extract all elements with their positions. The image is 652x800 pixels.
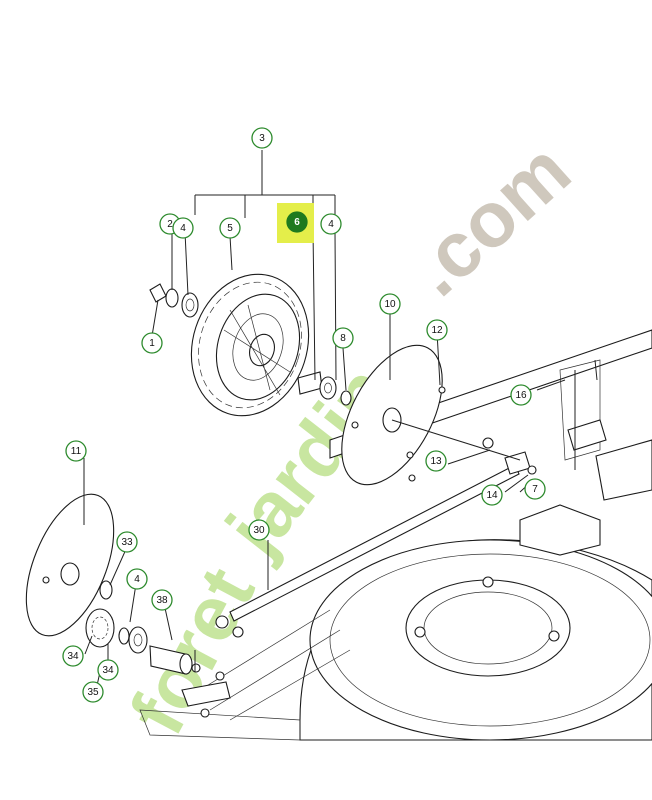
callout-label: 4 (180, 223, 186, 234)
callout-label: 14 (486, 490, 498, 501)
callout-label: 2 (167, 219, 173, 230)
callout-circle (141, 332, 163, 354)
callout-circle (481, 484, 503, 506)
callout-13[interactable]: 13 (425, 450, 447, 472)
leader-lines (83, 150, 566, 691)
callout-label: 34 (102, 665, 114, 676)
callout-10[interactable]: 10 (379, 293, 401, 315)
callout-label: 10 (384, 299, 396, 310)
callout-30[interactable]: 30 (248, 519, 270, 541)
callout-label: 16 (515, 390, 527, 401)
callout-label: 7 (532, 484, 538, 495)
callout-4c[interactable]: 4 (126, 568, 148, 590)
callout-circle (332, 327, 354, 349)
callout-circle (320, 213, 342, 235)
rear-disc (25, 493, 115, 637)
callout-circle (248, 519, 270, 541)
callout-label: 12 (431, 325, 443, 336)
callout-label: 11 (71, 446, 82, 457)
callout-38[interactable]: 38 (151, 589, 173, 611)
callout-4a[interactable]: 4 (172, 217, 194, 239)
callout-34a[interactable]: 34 (62, 645, 84, 667)
callout-11[interactable]: 11 (65, 440, 87, 462)
callout-12[interactable]: 12 (426, 319, 448, 341)
watermark-com: .com (392, 125, 586, 312)
callout-label: 30 (253, 525, 265, 536)
callout-label: 5 (227, 223, 233, 234)
mower-deck (139, 504, 652, 741)
callout-circle (524, 478, 546, 500)
callout-circle (126, 568, 148, 590)
callout-label: 13 (430, 456, 442, 467)
front-disc (341, 344, 521, 486)
callout-5[interactable]: 5 (219, 217, 241, 239)
callout-14[interactable]: 14 (481, 484, 503, 506)
callout-circle (251, 127, 273, 149)
callout-circle (97, 659, 119, 681)
callout-circle (379, 293, 401, 315)
callout-3[interactable]: 3 (251, 127, 273, 149)
callout-4b[interactable]: 4 (320, 213, 342, 235)
callout-33[interactable]: 33 (116, 531, 138, 553)
callout-circle (62, 645, 84, 667)
callout-label: 34 (67, 651, 79, 662)
callout-circle (510, 384, 532, 406)
callout-label: 4 (328, 219, 334, 230)
callout-label: 33 (121, 537, 133, 548)
callout-label: 38 (156, 595, 168, 606)
callout-circle (426, 319, 448, 341)
callout-label: 6 (294, 217, 300, 228)
callout-35[interactable]: 35 (82, 681, 104, 703)
front-wheel-assembly (149, 273, 352, 417)
callout-circle (286, 211, 308, 233)
callout-label: 4 (134, 574, 140, 585)
callout-34b[interactable]: 34 (97, 659, 119, 681)
callout-1[interactable]: 1 (141, 332, 163, 354)
callout-16[interactable]: 16 (510, 384, 532, 406)
callout-circle (219, 217, 241, 239)
callout-circle (65, 440, 87, 462)
callout-label: 1 (149, 338, 155, 349)
callout-circle (151, 589, 173, 611)
callout-circle (172, 217, 194, 239)
callout-6[interactable]: 6 (286, 211, 308, 233)
callout-circle (116, 531, 138, 553)
callout-circle (425, 450, 447, 472)
callout-label: 35 (87, 687, 99, 698)
callout-label: 8 (340, 333, 346, 344)
callout-label: 3 (259, 133, 265, 144)
callout-8[interactable]: 8 (332, 327, 354, 349)
rear-gear-assembly (85, 580, 231, 718)
callout-circle (82, 681, 104, 703)
callout-7[interactable]: 7 (524, 478, 546, 500)
